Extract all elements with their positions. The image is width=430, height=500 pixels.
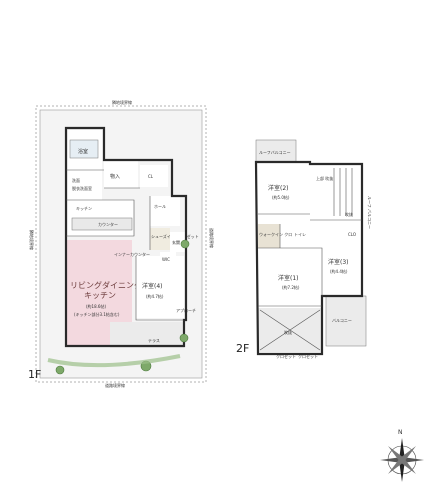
washroom-label: 洗面 [72,177,80,183]
room3-area [322,240,362,290]
floor-1-walls [64,126,188,348]
shoes-area [150,228,170,250]
room4-area [136,256,184,318]
entrance-label: 玄関 [172,239,180,245]
ldk-size: (約18.6帖) [86,303,106,309]
bathtub [69,139,99,159]
storage-room-area [104,160,138,188]
roof-side-label: ルーフ バルコニー [367,196,372,229]
void-cross [259,309,321,351]
toilet-label: トイレ [294,232,306,237]
room4-size: (約4.7帖) [146,293,164,299]
roof-balcony-label: ルーフバルコニー [259,150,291,155]
room3-size: (約4.4帖) [330,268,348,274]
hall-label: ホール [154,204,166,209]
floor-2-plan: ルーフバルコニー 洋室(2) (約5.0帖) 上部 吹抜 吹抜 ルーフ バルコニ… [236,139,372,359]
compass [380,438,424,482]
closet-b-label: クロゼット [298,353,318,359]
terrace-area [110,322,184,348]
counter-label: カウンター [98,221,118,227]
stairs-area [310,164,362,220]
ldk-label-line2: キッチン [84,291,116,300]
wic-label: WIC [162,257,170,262]
void-label-small: 吹抜 [345,211,353,217]
stair-treads [333,168,353,216]
room1-size: (約7.2帖) [282,284,300,290]
room2-label: 洋室(2) [268,184,289,192]
void-label: 吹抜 [284,329,292,335]
floor-2-partitions [258,213,362,307]
cl-label: CL [148,174,154,179]
plant [180,239,190,249]
toilet-area [292,224,310,244]
stairs-note: 上部 吹抜 [316,175,333,181]
compass-north-label: N [398,429,403,436]
closet-a-label: クロゼット [276,353,296,359]
floor-2-walls [254,160,364,356]
boundary-top-label: 隣地境界線 [112,99,132,105]
hall-area [150,196,180,226]
floor-1-partitions [66,169,184,321]
ldk-note: (キッチン部分3.1帖含む) [74,311,120,317]
terrace-label: テラス [148,337,160,343]
washroom-area [68,170,102,200]
wic2-label: ウォークイン クローゼット [259,231,308,237]
ic-label: インナーカウンター [114,251,150,257]
bath-label: 浴室 [78,148,88,155]
garden-strip [47,354,181,368]
room2-area [258,164,308,214]
room4-label: 洋室(4) [142,282,163,290]
room1-area [258,250,322,304]
room3-label: 洋室(3) [328,258,349,266]
storage-room-label: 物入 [110,173,120,180]
laundry-label: 脱衣洗面室 [72,185,92,191]
wic-area [160,252,176,266]
clo-label: CLO [348,232,356,237]
balcony-area [325,295,367,347]
floor-1-plan: 隣地境界線 道路境界線 隣地境界線 道路境界線 浴室 洗面 脱衣洗面室 物入 C… [28,99,215,388]
balcony-label: バルコニー [332,318,352,323]
closet-area [140,165,168,187]
ldk-label-line1: リビングダイニング [70,280,142,290]
kitchen-label: キッチン [76,206,92,211]
kitchen-counter [71,217,133,231]
room1-label: 洋室(1) [278,274,299,282]
plant [179,333,189,343]
floor-2-label: 2F [236,342,249,355]
plant [55,365,65,375]
site-boundary [35,105,207,383]
floor-1-label: 1F [28,368,41,381]
boundary-bottom-label: 道路境界線 [105,382,125,388]
boundary-right-label: 道路境界線 [209,228,215,248]
wic2-area [258,224,280,248]
room2-size: (約5.0帖) [272,194,290,200]
boundary-left-label: 隣地境界線 [29,230,35,250]
